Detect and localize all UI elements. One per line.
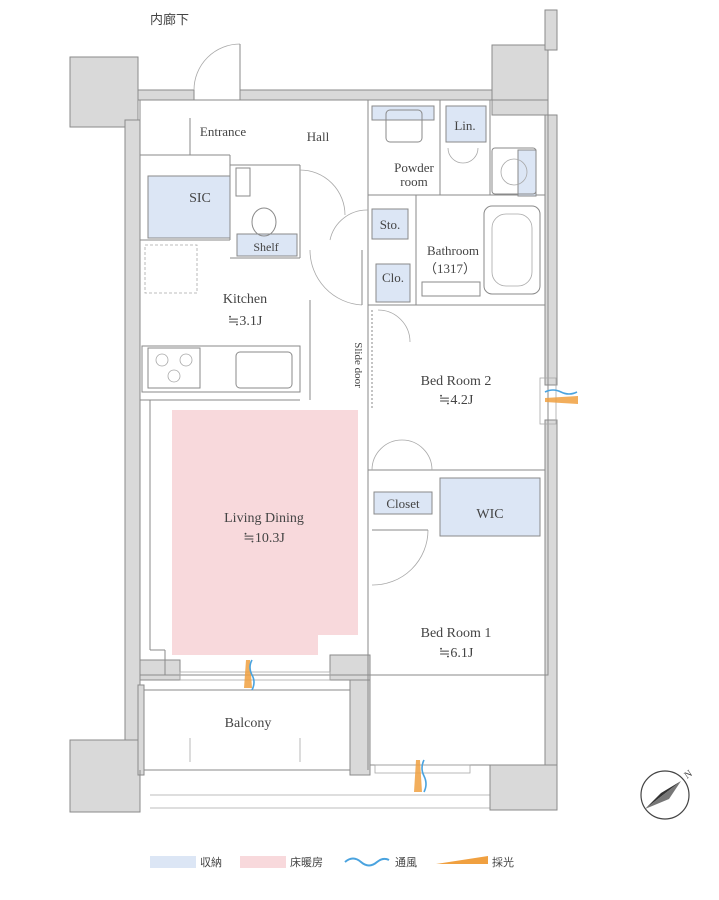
- bathroom-label-line1: Bathroom: [427, 243, 479, 258]
- entrance-door-swing: [193, 43, 241, 91]
- toilet-icon: [251, 207, 277, 237]
- airflow-icon: [544, 389, 578, 395]
- powder-counter: [371, 105, 435, 121]
- wall-balcony-left: [137, 684, 145, 776]
- powder-label-line2: room: [400, 174, 427, 189]
- balcony-area: [139, 689, 491, 810]
- wall-living-bottom-left: [139, 659, 181, 681]
- bath-counter: [421, 281, 481, 297]
- powder-label-line1: Powder: [394, 160, 434, 175]
- column-top-left: [69, 56, 139, 128]
- linen-label: Lin.: [454, 118, 475, 133]
- sic-label: SIC: [189, 191, 211, 206]
- small-closet-label: Clo.: [382, 270, 404, 285]
- compass: N: [640, 768, 695, 820]
- wall-balcony-right: [349, 679, 371, 776]
- legend-label-ventilation: 通風: [395, 856, 417, 869]
- bathroom-label-line2: （1317）: [424, 261, 476, 276]
- closet-door-left-swing: [371, 439, 403, 471]
- wall-right-top: [544, 9, 558, 51]
- bedroom2-label: Bed Room 2: [421, 374, 492, 389]
- wic-label: WIC: [476, 507, 503, 522]
- shelf-label: Shelf: [253, 240, 278, 254]
- storage-label: Sto.: [380, 217, 401, 232]
- closet-label: Closet: [386, 496, 420, 511]
- legend-label-floor-heating: 床暖房: [290, 855, 323, 869]
- column-top-right: [491, 44, 549, 116]
- washing-machine-icon: [491, 147, 537, 195]
- structural-walls: [69, 9, 558, 813]
- shelf-storage: [236, 233, 298, 257]
- legend-item-floor-heating: 床暖房: [240, 855, 323, 869]
- corridor-label: 内廊下: [150, 12, 189, 27]
- closet-door-right-swing: [401, 439, 433, 471]
- toilet-tank: [235, 167, 251, 197]
- airflow-icon: [249, 659, 255, 691]
- compass-north-label: N: [682, 768, 694, 781]
- storage-closet: [371, 208, 409, 240]
- airflow-icon: [421, 759, 427, 793]
- hall-door-swing: [299, 169, 346, 216]
- legend-wave-icon: [344, 857, 390, 867]
- storage-door-swing: [329, 209, 369, 241]
- wall-top: [239, 89, 493, 101]
- closet-storage: [373, 491, 433, 515]
- wall-right-upper: [544, 114, 558, 386]
- living-dining-area: ≒10.3J: [243, 531, 285, 546]
- legend: 収納 床暖房 通風 採光: [150, 855, 514, 869]
- legend-label-storage: 収納: [200, 856, 222, 869]
- kitchen-counter: [141, 345, 301, 393]
- refrigerator-space: [144, 244, 198, 294]
- fixtures: [141, 109, 541, 393]
- airflow-light-indicators: [244, 389, 578, 793]
- entrance-label: Entrance: [200, 124, 246, 139]
- legend-item-daylight: 採光: [436, 855, 514, 869]
- balcony-label: Balcony: [225, 716, 272, 731]
- legend-item-storage: 収納: [150, 856, 222, 869]
- kitchen-sink-icon: [235, 351, 293, 389]
- doors: [193, 43, 479, 586]
- wic-storage: [439, 477, 541, 537]
- kitchen-label: Kitchen: [223, 292, 267, 307]
- column-bottom-right: [489, 764, 558, 811]
- legend-item-ventilation: 通風: [344, 856, 417, 869]
- kitchen-area: ≒3.1J: [228, 314, 263, 329]
- interior-walls: [139, 99, 549, 770]
- stove-icon: [147, 347, 201, 389]
- bathtub-icon: [483, 205, 541, 295]
- sic-storage: [147, 175, 231, 239]
- kitchen-door-swing: [309, 249, 363, 306]
- floor-heating-area: [172, 410, 358, 655]
- room-labels: 内廊下 Entrance Hall SIC Shelf Lin. Powder …: [150, 12, 504, 731]
- bedroom1-label: Bed Room 1: [421, 626, 492, 641]
- wall-left: [124, 119, 141, 741]
- bedroom1-area: ≒6.1J: [439, 646, 474, 661]
- column-bottom-left: [69, 739, 141, 813]
- wall-entrance-top-left: [137, 89, 195, 101]
- hall-label: Hall: [307, 129, 330, 144]
- living-dining-label: Living Dining: [224, 511, 304, 526]
- bedroom2-area: ≒4.2J: [439, 393, 474, 408]
- legend-label-daylight: 採光: [492, 855, 514, 869]
- legend-wedge-icon: [436, 856, 488, 864]
- bedroom2-door-swing: [377, 309, 411, 343]
- light-icon: [414, 760, 422, 792]
- small-closet: [375, 263, 411, 303]
- storage-areas: [147, 105, 541, 537]
- washbasin-icon: [385, 109, 423, 143]
- bedroom1-door-swing: [371, 529, 429, 586]
- legend-swatch-floor-heating: [240, 856, 286, 868]
- legend-swatch-storage: [150, 856, 196, 868]
- linen-storage: [445, 105, 487, 143]
- light-icon: [545, 396, 578, 404]
- wall-right-lower: [544, 419, 558, 766]
- wall-living-bottom-right: [329, 654, 371, 681]
- slide-door-label: Slide door: [352, 342, 364, 388]
